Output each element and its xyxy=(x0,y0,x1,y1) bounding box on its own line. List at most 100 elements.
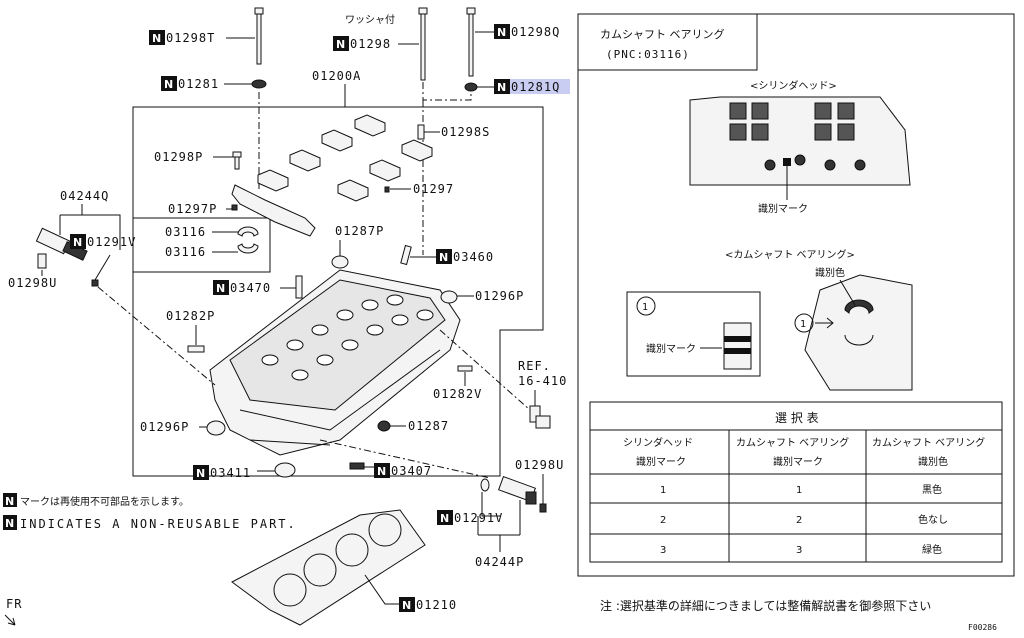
diagram-code: F00286 xyxy=(968,623,997,632)
bearing-id-mark-illustration xyxy=(723,322,752,370)
svg-text:N: N xyxy=(164,78,173,91)
cell-r3c1: 3 xyxy=(660,545,666,556)
svg-text:N: N xyxy=(402,599,411,612)
svg-text:N: N xyxy=(377,465,386,478)
th-1-line2: 識別マーク xyxy=(636,455,686,468)
bearing-03116-lower[interactable] xyxy=(237,243,259,254)
pin-01297P[interactable] xyxy=(231,204,238,211)
panel-title: カムシャフト ベアリング xyxy=(600,27,725,41)
label-01287P: 01287P xyxy=(335,224,384,238)
svg-text:N: N xyxy=(497,81,506,94)
panel-pnc: (PNC:03116) xyxy=(606,48,690,61)
part-03407[interactable] xyxy=(349,462,365,470)
id-mark-square-icon xyxy=(783,158,791,166)
svg-text:N: N xyxy=(336,38,345,51)
label-03116-upper: 03116 xyxy=(165,225,206,239)
seal-01291V-left[interactable] xyxy=(91,279,99,287)
table-title: 選 択 表 xyxy=(775,411,819,425)
gasket-01210[interactable] xyxy=(231,509,426,626)
th-1-line1: シリンダヘッド xyxy=(623,436,693,449)
highlight-01281Q xyxy=(510,79,570,94)
label-01296P-right: 01296P xyxy=(475,289,524,303)
svg-text:N: N xyxy=(5,495,14,508)
label-01298T: 01298T xyxy=(166,31,215,45)
plug-01287P[interactable] xyxy=(331,255,349,269)
th-2-line1: カムシャフト ベアリング xyxy=(736,436,849,449)
label-01298: 01298 xyxy=(350,37,391,51)
seal-01291V-right[interactable] xyxy=(480,478,490,492)
bolt-01298Q[interactable] xyxy=(466,7,476,77)
label-01282V: 01282V xyxy=(433,387,482,401)
inset-id-mark-caption: 識別マーク xyxy=(646,342,696,355)
seal-03411[interactable] xyxy=(274,462,296,478)
bolt-01298U-right[interactable] xyxy=(539,503,547,513)
cell-r1c3: 黒色 xyxy=(922,483,942,496)
washer-01281[interactable] xyxy=(251,79,267,89)
arrow-right-icon xyxy=(815,317,834,329)
plug-01296P-left[interactable] xyxy=(206,420,226,436)
cyl-head-illustration xyxy=(689,96,911,186)
label-washer: ワッシャ付 xyxy=(345,13,395,26)
pin-01297[interactable] xyxy=(384,186,390,193)
ref-sensor[interactable] xyxy=(529,405,551,429)
th-3-line1: カムシャフト ベアリング xyxy=(872,436,985,449)
pin-03470[interactable] xyxy=(295,275,303,299)
camshaft-caps[interactable] xyxy=(231,114,433,237)
svg-text:N: N xyxy=(196,467,205,480)
id-mark-caption: 識別マーク xyxy=(758,202,808,215)
cam-bearing-caption: <カムシャフト ベアリング> xyxy=(725,248,855,261)
label-ref: REF. xyxy=(518,359,551,373)
label-03460: 03460 xyxy=(453,250,494,264)
label-01298U-left: 01298U xyxy=(8,276,57,290)
assembly-frame xyxy=(132,106,544,477)
label-01297: 01297 xyxy=(413,182,454,196)
bolt-01298[interactable] xyxy=(418,7,428,81)
label-01282P: 01282P xyxy=(166,309,215,323)
stud-01282P[interactable] xyxy=(187,345,205,353)
valve-04244Q[interactable] xyxy=(35,227,88,269)
panel-note: 注 :選択基準の詳細につきましては整備解説書を御参照下さい xyxy=(600,598,931,613)
svg-text:N: N xyxy=(73,236,82,249)
label-ref-number[interactable]: 16-410 xyxy=(518,374,567,388)
cell-r2c1: 2 xyxy=(660,515,666,526)
cell-r2c2: 2 xyxy=(796,515,802,526)
label-01287: 01287 xyxy=(408,419,449,433)
svg-text:N: N xyxy=(5,517,14,530)
svg-text:N: N xyxy=(439,251,448,264)
bearing-03116-upper[interactable] xyxy=(237,226,259,237)
label-01210: 01210 xyxy=(416,598,457,612)
label-01298Q: 01298Q xyxy=(511,25,560,39)
pin-03460[interactable] xyxy=(400,244,412,266)
inset-circle-1: 1 xyxy=(642,302,649,313)
bolt-01298S[interactable] xyxy=(417,124,425,140)
info-panel xyxy=(577,13,1015,577)
label-04244P: 04244P xyxy=(475,555,524,569)
cell-r1c1: 1 xyxy=(660,485,666,496)
label-03407: 03407 xyxy=(391,464,432,478)
cell-r3c2: 3 xyxy=(796,545,802,556)
legend-en: INDICATES A NON-REUSABLE PART. xyxy=(20,517,297,531)
selection-table xyxy=(589,401,1003,563)
label-01291V-left: 01291V xyxy=(87,235,136,249)
label-01298P: 01298P xyxy=(154,150,203,164)
plug-01296P-right[interactable] xyxy=(440,290,458,304)
label-03470: 03470 xyxy=(230,281,271,295)
label-03116-lower: 03116 xyxy=(165,245,206,259)
cell-r1c2: 1 xyxy=(796,485,802,496)
valve-04244P[interactable] xyxy=(497,475,537,505)
plug-01287[interactable] xyxy=(377,420,391,432)
bolt-01298P[interactable] xyxy=(232,151,242,170)
cell-r3c3: 緑色 xyxy=(922,543,942,556)
th-3-line2: 識別色 xyxy=(918,455,948,468)
washer-01281Q[interactable] xyxy=(464,82,478,92)
callout-circle-1 xyxy=(794,313,814,333)
stud-01282V[interactable] xyxy=(457,365,473,372)
cylinder-head[interactable] xyxy=(209,269,461,456)
svg-text:N: N xyxy=(440,512,449,525)
svg-text:N: N xyxy=(216,282,225,295)
label-fr: FR xyxy=(6,597,22,611)
label-01281Q[interactable]: 01281Q xyxy=(511,80,560,94)
bolt-01298T[interactable] xyxy=(254,7,264,65)
